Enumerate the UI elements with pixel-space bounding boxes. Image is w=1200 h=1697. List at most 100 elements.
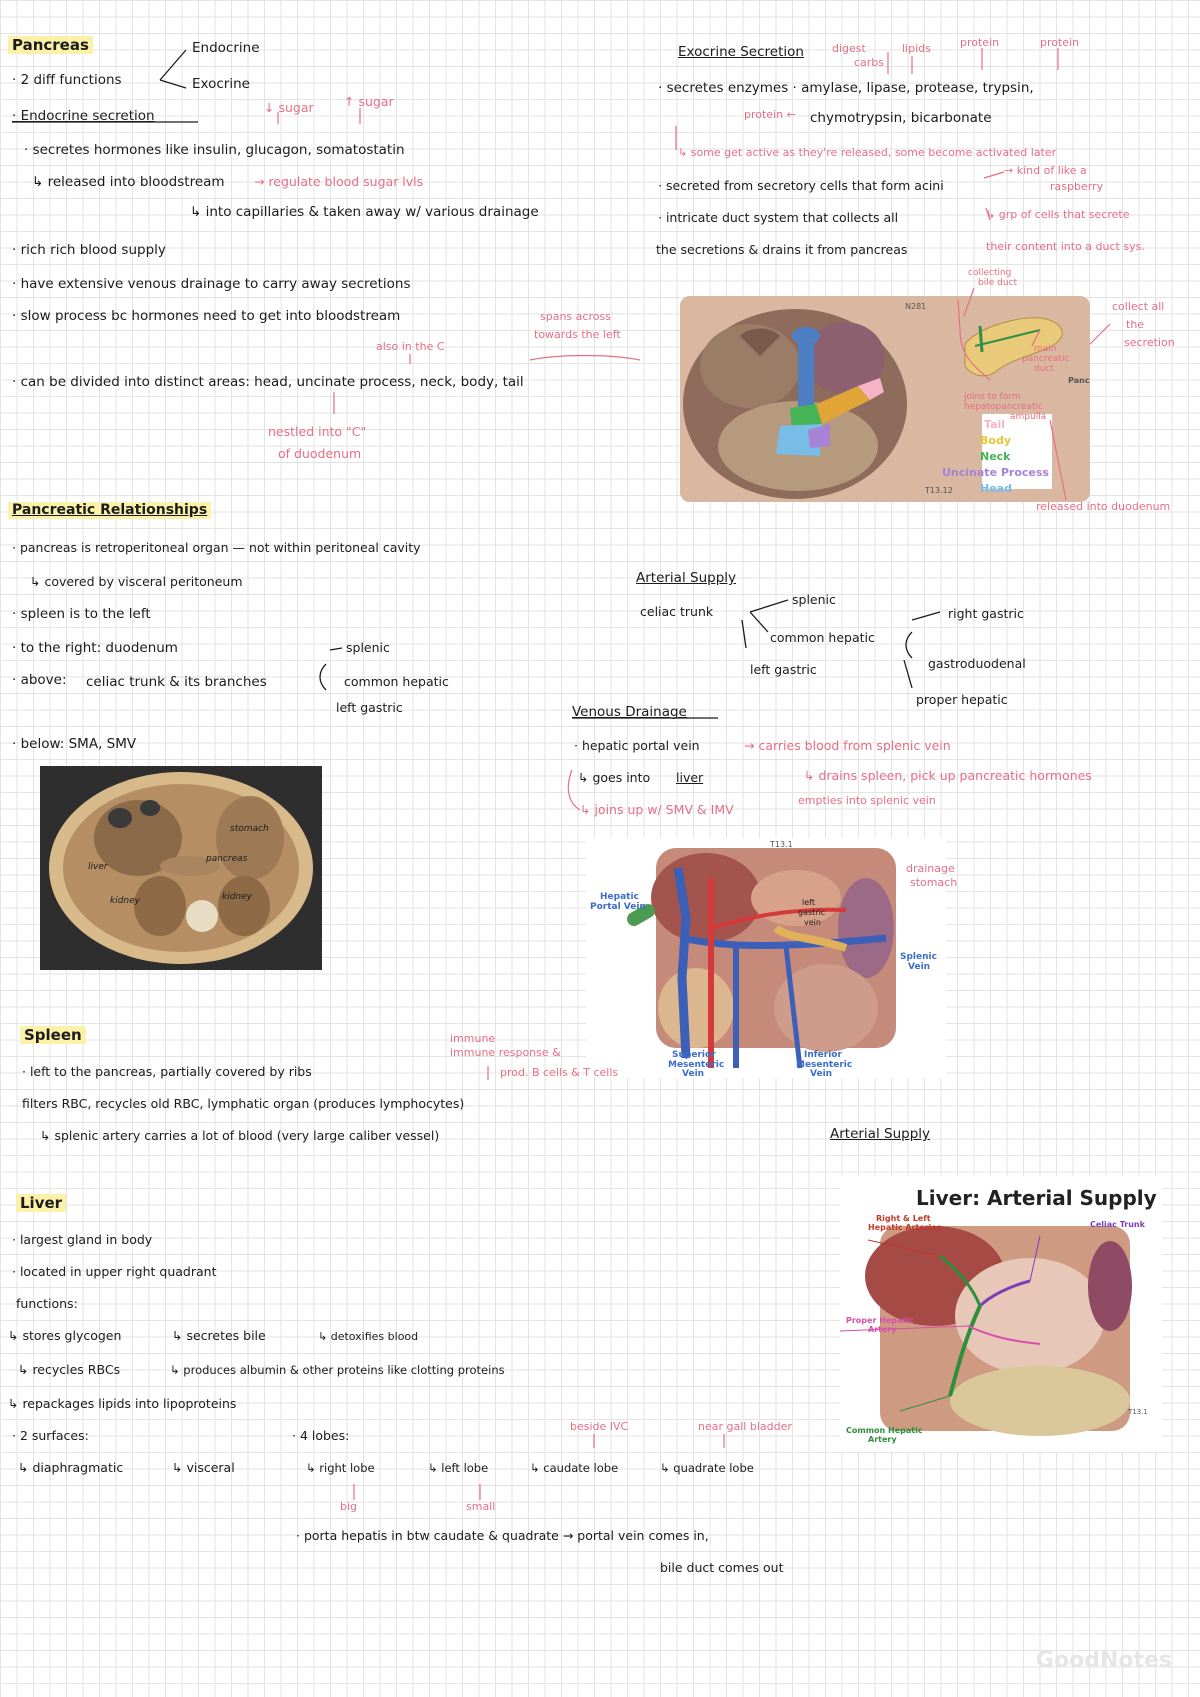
label-right-left: Right & Left xyxy=(876,1214,931,1223)
liver-fn-detox: ↳ detoxifies blood xyxy=(318,1330,419,1343)
note-grp-cells: ↳ grp of cells that secrete xyxy=(986,208,1130,221)
legend-body: Body xyxy=(980,434,1011,447)
label-left: left xyxy=(802,898,815,907)
legend-uncinate: Uncinate Process xyxy=(942,466,1049,479)
label-proper-artery: Artery xyxy=(868,1325,897,1334)
note-drains-spleen: ↳ drains spleen, pick up pancreatic horm… xyxy=(804,768,1092,783)
branch-left-gastric: left gastric xyxy=(336,700,403,715)
art-right-gastric: right gastric xyxy=(948,606,1024,621)
ct-cross-section-drawing xyxy=(40,766,322,970)
label-sup-vein: Vein xyxy=(682,1069,705,1078)
note-nestled-1: nestled into "C" xyxy=(268,424,367,439)
secretes-hormones: · secretes hormones like insulin, glucag… xyxy=(24,142,405,158)
liver-arterial-drawing xyxy=(840,1226,1132,1436)
ct-label-liver: liver xyxy=(88,862,108,872)
liver-lobes: · 4 lobes: xyxy=(292,1428,350,1443)
liver-fn-glycogen: ↳ stores glycogen xyxy=(8,1328,122,1343)
liver-largest: · largest gland in body xyxy=(12,1232,153,1247)
legend-tail: Tail xyxy=(984,418,1006,431)
liver-fn-lipids: ↳ repackages lipids into lipoproteins xyxy=(8,1396,237,1411)
lobe-left: ↳ left lobe xyxy=(428,1461,489,1475)
above-label: · above: xyxy=(12,672,67,688)
liver-fig-title: Liver: Arterial Supply xyxy=(916,1186,1157,1210)
note-big: big xyxy=(340,1500,358,1513)
liver-arterial-heading: Arterial Supply xyxy=(830,1126,931,1142)
spleen-filters: filters RBC, recycles old RBC, lymphatic… xyxy=(22,1096,465,1111)
label-sup-mesenteric: Mesenteric xyxy=(668,1060,725,1070)
into-capillaries: ↳ into capillaries & taken away w/ vario… xyxy=(190,204,539,220)
into-liver-word: liver xyxy=(676,770,704,785)
lobe-quadrate: ↳ quadrate lobe xyxy=(660,1461,754,1475)
note-nestled-2: of duodenum xyxy=(278,446,362,461)
venous-fig-tag: T13.1 xyxy=(770,840,793,849)
label-hepatic: Hepatic xyxy=(600,892,639,902)
spleen-title: Spleen xyxy=(20,1026,86,1044)
note-drainage: drainage xyxy=(906,862,955,875)
venous-drainage-heading: Venous Drainage xyxy=(572,704,687,720)
note-collect-2: the xyxy=(1126,318,1145,331)
liver-surfaces: · 2 surfaces: xyxy=(12,1428,89,1443)
below-sma-smv: · below: SMA, SMV xyxy=(12,736,137,752)
ct-label-stomach: stomach xyxy=(230,824,269,834)
note-carbs: carbs xyxy=(854,56,885,69)
note-content-duct: their content into a duct sys. xyxy=(986,240,1145,253)
lobe-caudate: ↳ caudate lobe xyxy=(530,1461,619,1475)
spleen-artery: ↳ splenic artery carries a lot of blood … xyxy=(40,1128,440,1143)
note-collect-1: collect all xyxy=(1112,300,1165,313)
secretions-drain: the secretions & drains it from pancreas xyxy=(656,242,908,257)
goes-into: ↳ goes into xyxy=(578,770,651,785)
exocrine-heading: Exocrine Secretion xyxy=(678,44,804,60)
label-splenic-vein: Vein xyxy=(908,962,931,972)
note-collecting: collecting xyxy=(968,268,1012,278)
note-joins-smv: ↳ joins up w/ SMV & IMV xyxy=(580,802,734,817)
right-duodenum: · to the right: duodenum xyxy=(12,640,178,656)
hepatic-portal-vein: · hepatic portal vein xyxy=(574,738,700,753)
label-common-hepatic: Common Hepatic xyxy=(846,1426,923,1435)
arterial-supply-heading: Arterial Supply xyxy=(636,570,737,586)
pancreas-anatomy-figure: N281 T13.12 Pancreas Tail Body Neck Unci… xyxy=(680,296,1090,502)
note-towards-left: towards the left xyxy=(534,328,621,341)
ct-label-kidney-right: kidney xyxy=(222,892,252,902)
art-gastroduodenal: gastroduodenal xyxy=(928,656,1026,671)
note-lipids: lipids xyxy=(902,42,931,55)
ct-cross-section-figure: stomach liver pancreas kidney kidney xyxy=(40,766,322,970)
label-gastric: gastric xyxy=(798,908,826,917)
retroperitoneal-line: · pancreas is retroperitoneal organ — no… xyxy=(12,540,421,555)
label-superior: Superior xyxy=(672,1050,716,1060)
secreted-from-acini: · secreted from secretory cells that for… xyxy=(658,178,944,193)
porta-hepatis: · porta hepatis in btw caudate & quadrat… xyxy=(296,1528,709,1543)
note-sugar-down: ↓ sugar xyxy=(264,100,314,115)
label-common-artery: Artery xyxy=(868,1435,897,1444)
above-celiac: celiac trunk & its branches xyxy=(86,674,267,690)
note-main-2: pancreatic xyxy=(1022,354,1070,364)
note-joins-2: hepatopancreatic xyxy=(964,402,1043,412)
note-joins-1: joins to form xyxy=(964,392,1021,402)
note-released-duodenum: released into duodenum xyxy=(1036,500,1171,513)
figure-tag-bottom: T13.12 xyxy=(925,486,953,495)
surface-visceral: ↳ visceral xyxy=(172,1460,235,1475)
spleen-left-line: · spleen is to the left xyxy=(12,606,151,622)
label-inf-vein: Vein xyxy=(810,1069,833,1078)
legend-head: Head xyxy=(980,482,1012,495)
label-portal-vein: Portal Vein xyxy=(590,902,646,912)
label-inferior: Inferior xyxy=(804,1050,842,1060)
lobe-right: ↳ right lobe xyxy=(306,1461,375,1475)
venous-drainage-line: · have extensive venous drainage to carr… xyxy=(12,276,411,292)
note-immune-3: prod. B cells & T cells xyxy=(500,1066,619,1079)
art-splenic: splenic xyxy=(792,592,836,607)
rich-blood-supply: · rich rich blood supply xyxy=(12,242,166,258)
liver-title: Liver xyxy=(16,1194,67,1212)
note-protein-2: protein xyxy=(1040,36,1080,49)
endocrine-secretion-heading: · Endocrine secretion xyxy=(12,108,155,124)
note-protein-3: protein ← xyxy=(744,108,796,121)
branch-splenic: splenic xyxy=(346,640,390,655)
liver-arterial-figure: Liver: Arterial Supply Right & Left Hepa… xyxy=(840,1176,1162,1452)
chymotrypsin-line: chymotrypsin, bicarbonate xyxy=(810,110,992,126)
secretes-enzymes: · secretes enzymes · amylase, lipase, pr… xyxy=(658,80,1034,96)
divided-areas: · can be divided into distinct areas: he… xyxy=(12,374,524,390)
goodnotes-watermark: GoodNotes xyxy=(1035,1648,1172,1673)
note-protein-1: protein xyxy=(960,36,1000,49)
note-main-1: main xyxy=(1034,344,1057,354)
relationships-title: Pancreatic Relationships xyxy=(8,502,212,519)
note-active-later: ↳ some get active as they're released, s… xyxy=(678,146,1057,159)
